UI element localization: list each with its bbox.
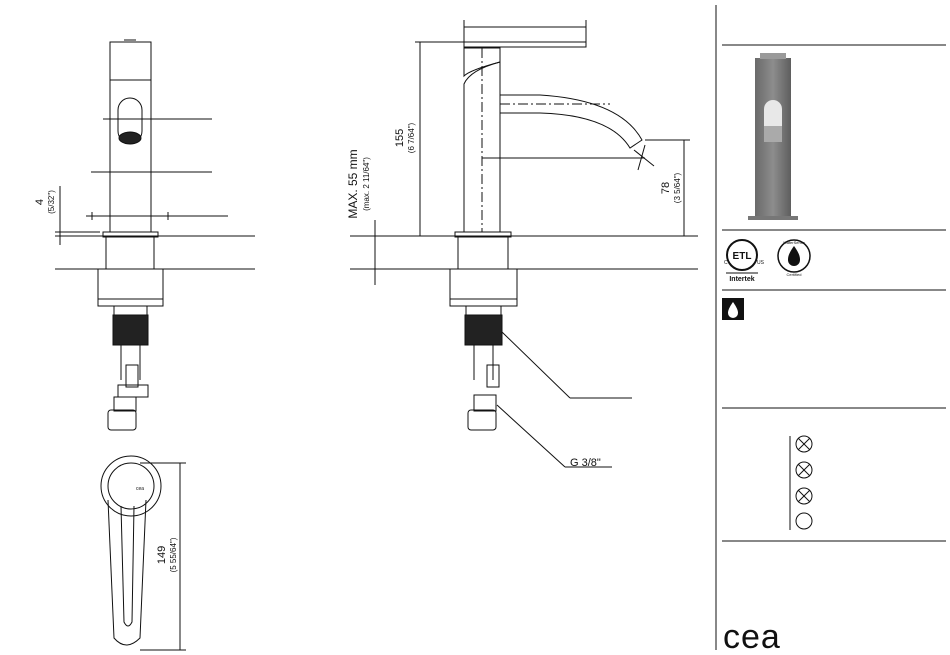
sidebar-frame [716, 5, 946, 650]
crossed-circle-icon [796, 488, 812, 504]
left-height-inch: (5/32") [47, 190, 56, 214]
height-inch: (6 7/64") [407, 122, 416, 153]
product-thumbnail [748, 53, 798, 220]
spout-inch: (3 5/64") [673, 172, 682, 203]
top-view-mark: cea [136, 486, 144, 492]
top-length-value: 149 [156, 546, 168, 564]
svg-text:Intertek: Intertek [729, 276, 754, 283]
spout-value: 78 [660, 182, 672, 194]
svg-text:US: US [757, 260, 765, 266]
front-view [55, 40, 255, 430]
svg-text:ETL: ETL [733, 251, 752, 262]
watersense-certification-icon: WaterSense Certified [778, 240, 810, 277]
thread-label: G 3/8" [570, 457, 601, 469]
svg-text:C: C [724, 260, 728, 266]
svg-text:Certified: Certified [787, 272, 802, 277]
top-length-inch: (5 55/64") [169, 537, 178, 572]
crossed-circle-icon [796, 436, 812, 452]
svg-text:WaterSense: WaterSense [783, 240, 806, 245]
crossed-circle-icon [796, 462, 812, 478]
open-circle-icon [796, 513, 812, 529]
deck-max-value: MAX. 55 mm [346, 149, 360, 218]
feature-symbols [790, 436, 812, 530]
left-height-value: 4 [34, 199, 46, 205]
brand-logo: cea [723, 618, 781, 655]
etl-certification-icon: ETL C US Intertek [724, 240, 765, 283]
deck-max-inch: (max. 2 11/64") [362, 157, 371, 211]
height-value: 155 [394, 129, 406, 147]
water-drop-icon [722, 298, 744, 320]
side-view [350, 20, 698, 467]
